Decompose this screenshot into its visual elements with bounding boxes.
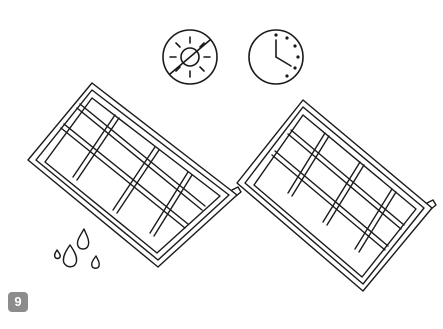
filter-left — [27, 82, 242, 268]
clock-icon — [248, 29, 304, 85]
filter-right — [236, 99, 437, 292]
water-drops-icon — [53, 228, 100, 269]
step-number-badge: 9 — [8, 292, 28, 312]
no-direct-sunlight-icon — [162, 29, 218, 85]
